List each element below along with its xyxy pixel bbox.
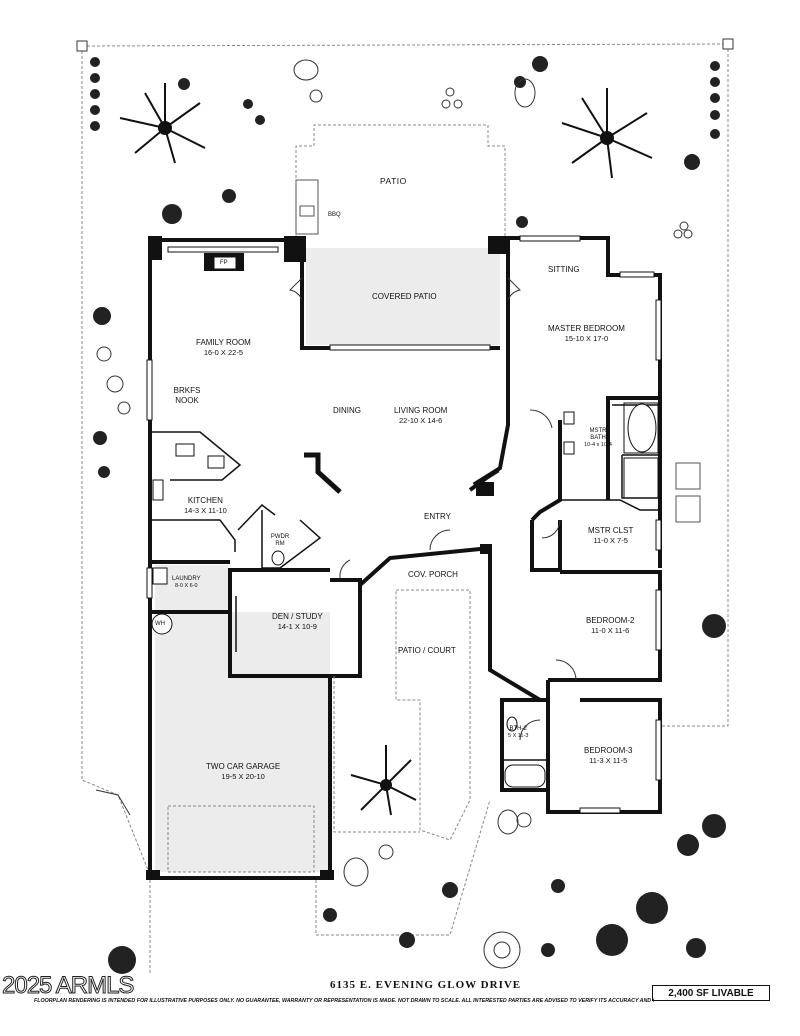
room-label-bedroom-3: BEDROOM-3 11-3 X 11-5 [584,746,632,766]
room-dimensions: 14-1 X 10-9 [277,622,317,631]
room-dimensions: 5 X 11-3 [508,733,529,739]
room-label-patio-court: PATIO / COURT [398,646,456,655]
room-name: MSTR BATH [589,428,607,441]
room-dimensions: 15-10 X 17-0 [564,334,609,343]
lot-corner-marker [722,38,734,50]
bathtub-oval [627,403,657,453]
kitchen-sink [175,443,195,457]
shrub-symbols [90,56,726,974]
vanity-sink [563,441,575,455]
court-outline [333,676,420,833]
cooktop [207,455,225,469]
room-label-family-room: FAMILY ROOM 16-0 X 22-5 [196,338,251,358]
room-name: KITCHEN [187,496,223,505]
room-name: MSTR CLST [588,526,634,535]
room-name: LAUNDRY [172,576,201,582]
room-label-pwdr-rm: PWDR RM [270,534,290,547]
floor-shading [155,248,500,872]
room-label-bedroom-2: BEDROOM-2 11-0 X 11-6 [586,616,634,636]
room-label-cov-porch: COV. PORCH [408,570,458,579]
room-label-covered-patio: COVERED PATIO [372,292,437,301]
disclaimer-text: FLOORPLAN RENDERING IS INTENDED FOR ILLU… [34,998,654,1004]
room-name: LIVING ROOM [394,406,448,415]
livable-area-badge: 2,400 SF LIVABLE [652,985,770,1001]
room-label-den-study: DEN / STUDY 14-1 X 10-9 [272,612,323,632]
garage-door [167,805,315,873]
lot-corner-marker [76,40,88,52]
room-label-bth-2: BTH-2 5 X 11-3 [508,726,528,740]
toilet-2 [506,716,518,732]
room-label-mstr-clst: MSTR CLST 11-0 X 7-5 [588,526,633,546]
room-name: FAMILY ROOM [196,338,251,347]
room-name: DEN / STUDY [272,612,323,621]
windows [146,235,662,814]
room-dimensions: 19-5 X 20-10 [221,772,265,781]
room-label-bbq: BBQ [328,212,341,218]
room-label-laundry: LAUNDRY 8-0 X 6-0 [172,576,201,590]
room-label-fp: FP [220,260,228,266]
room-name: BEDROOM-2 [586,616,635,625]
room-label-living-room: LIVING ROOM 22-10 X 14-6 [394,406,447,426]
washer [152,567,168,585]
tree-symbols [119,83,653,816]
room-dimensions: 14-3 X 11-10 [184,506,227,515]
room-name: BTH-2 [509,726,527,732]
room-label-garage: TWO CAR GARAGE 19-5 X 20-10 [206,762,280,782]
property-address: 6135 E. EVENING GLOW DRIVE [330,979,522,991]
room-name: TWO CAR GARAGE [206,762,281,771]
dining-wall-segment [304,452,342,494]
room-label-wh: WH [155,621,165,627]
bbq-grill [295,179,319,235]
bathtub-2 [504,764,546,788]
room-dimensions: 10-4 x 10-4 [584,442,612,448]
room-label-sitting: SITTING [548,265,580,274]
oven [152,479,164,501]
shower [623,457,659,499]
patio-outline [295,124,506,238]
room-dimensions: 11-0 X 7-5 [593,536,628,545]
room-dimensions: 22-10 X 14-6 [398,416,443,425]
fireplace-box [213,256,237,270]
room-dimensions: 11-0 X 11-6 [591,626,630,635]
interior-walls [152,404,661,761]
room-name: BEDROOM-3 [584,746,633,755]
room-label-brkfs-nook: BRKFS NOOK [173,386,201,405]
room-label-kitchen: KITCHEN 14-3 X 11-10 [184,496,227,516]
water-heater [151,613,173,635]
room-dimensions: 16-0 X 22-5 [203,348,244,357]
lot-boundary [81,43,729,975]
exterior-walls [148,236,662,880]
powder-toilet [271,550,285,566]
ac-unit [675,495,701,523]
room-label-mstr-bath: MSTR BATH 10-4 x 10-4 [578,428,618,449]
room-name: MASTER BEDROOM [548,324,625,333]
ac-unit [675,462,701,490]
bathtub-frame [623,402,659,454]
room-label-entry: ENTRY [424,512,451,521]
vanity-sink [563,411,575,425]
room-label-dining: DINING [333,406,361,415]
room-label-patio: PATIO [380,176,407,186]
room-dimensions: 8-0 X 6-0 [174,583,198,589]
living-wall-segment [472,467,500,488]
copyright-watermark: 2025 ARMLS [1,972,134,1000]
room-label-master-bedroom: MASTER BEDROOM 15-10 X 17-0 [548,324,625,344]
planter-circles [96,59,693,969]
court-outline [395,589,471,841]
room-dimensions: 11-3 X 11-5 [589,756,628,765]
door-swings [95,277,577,816]
